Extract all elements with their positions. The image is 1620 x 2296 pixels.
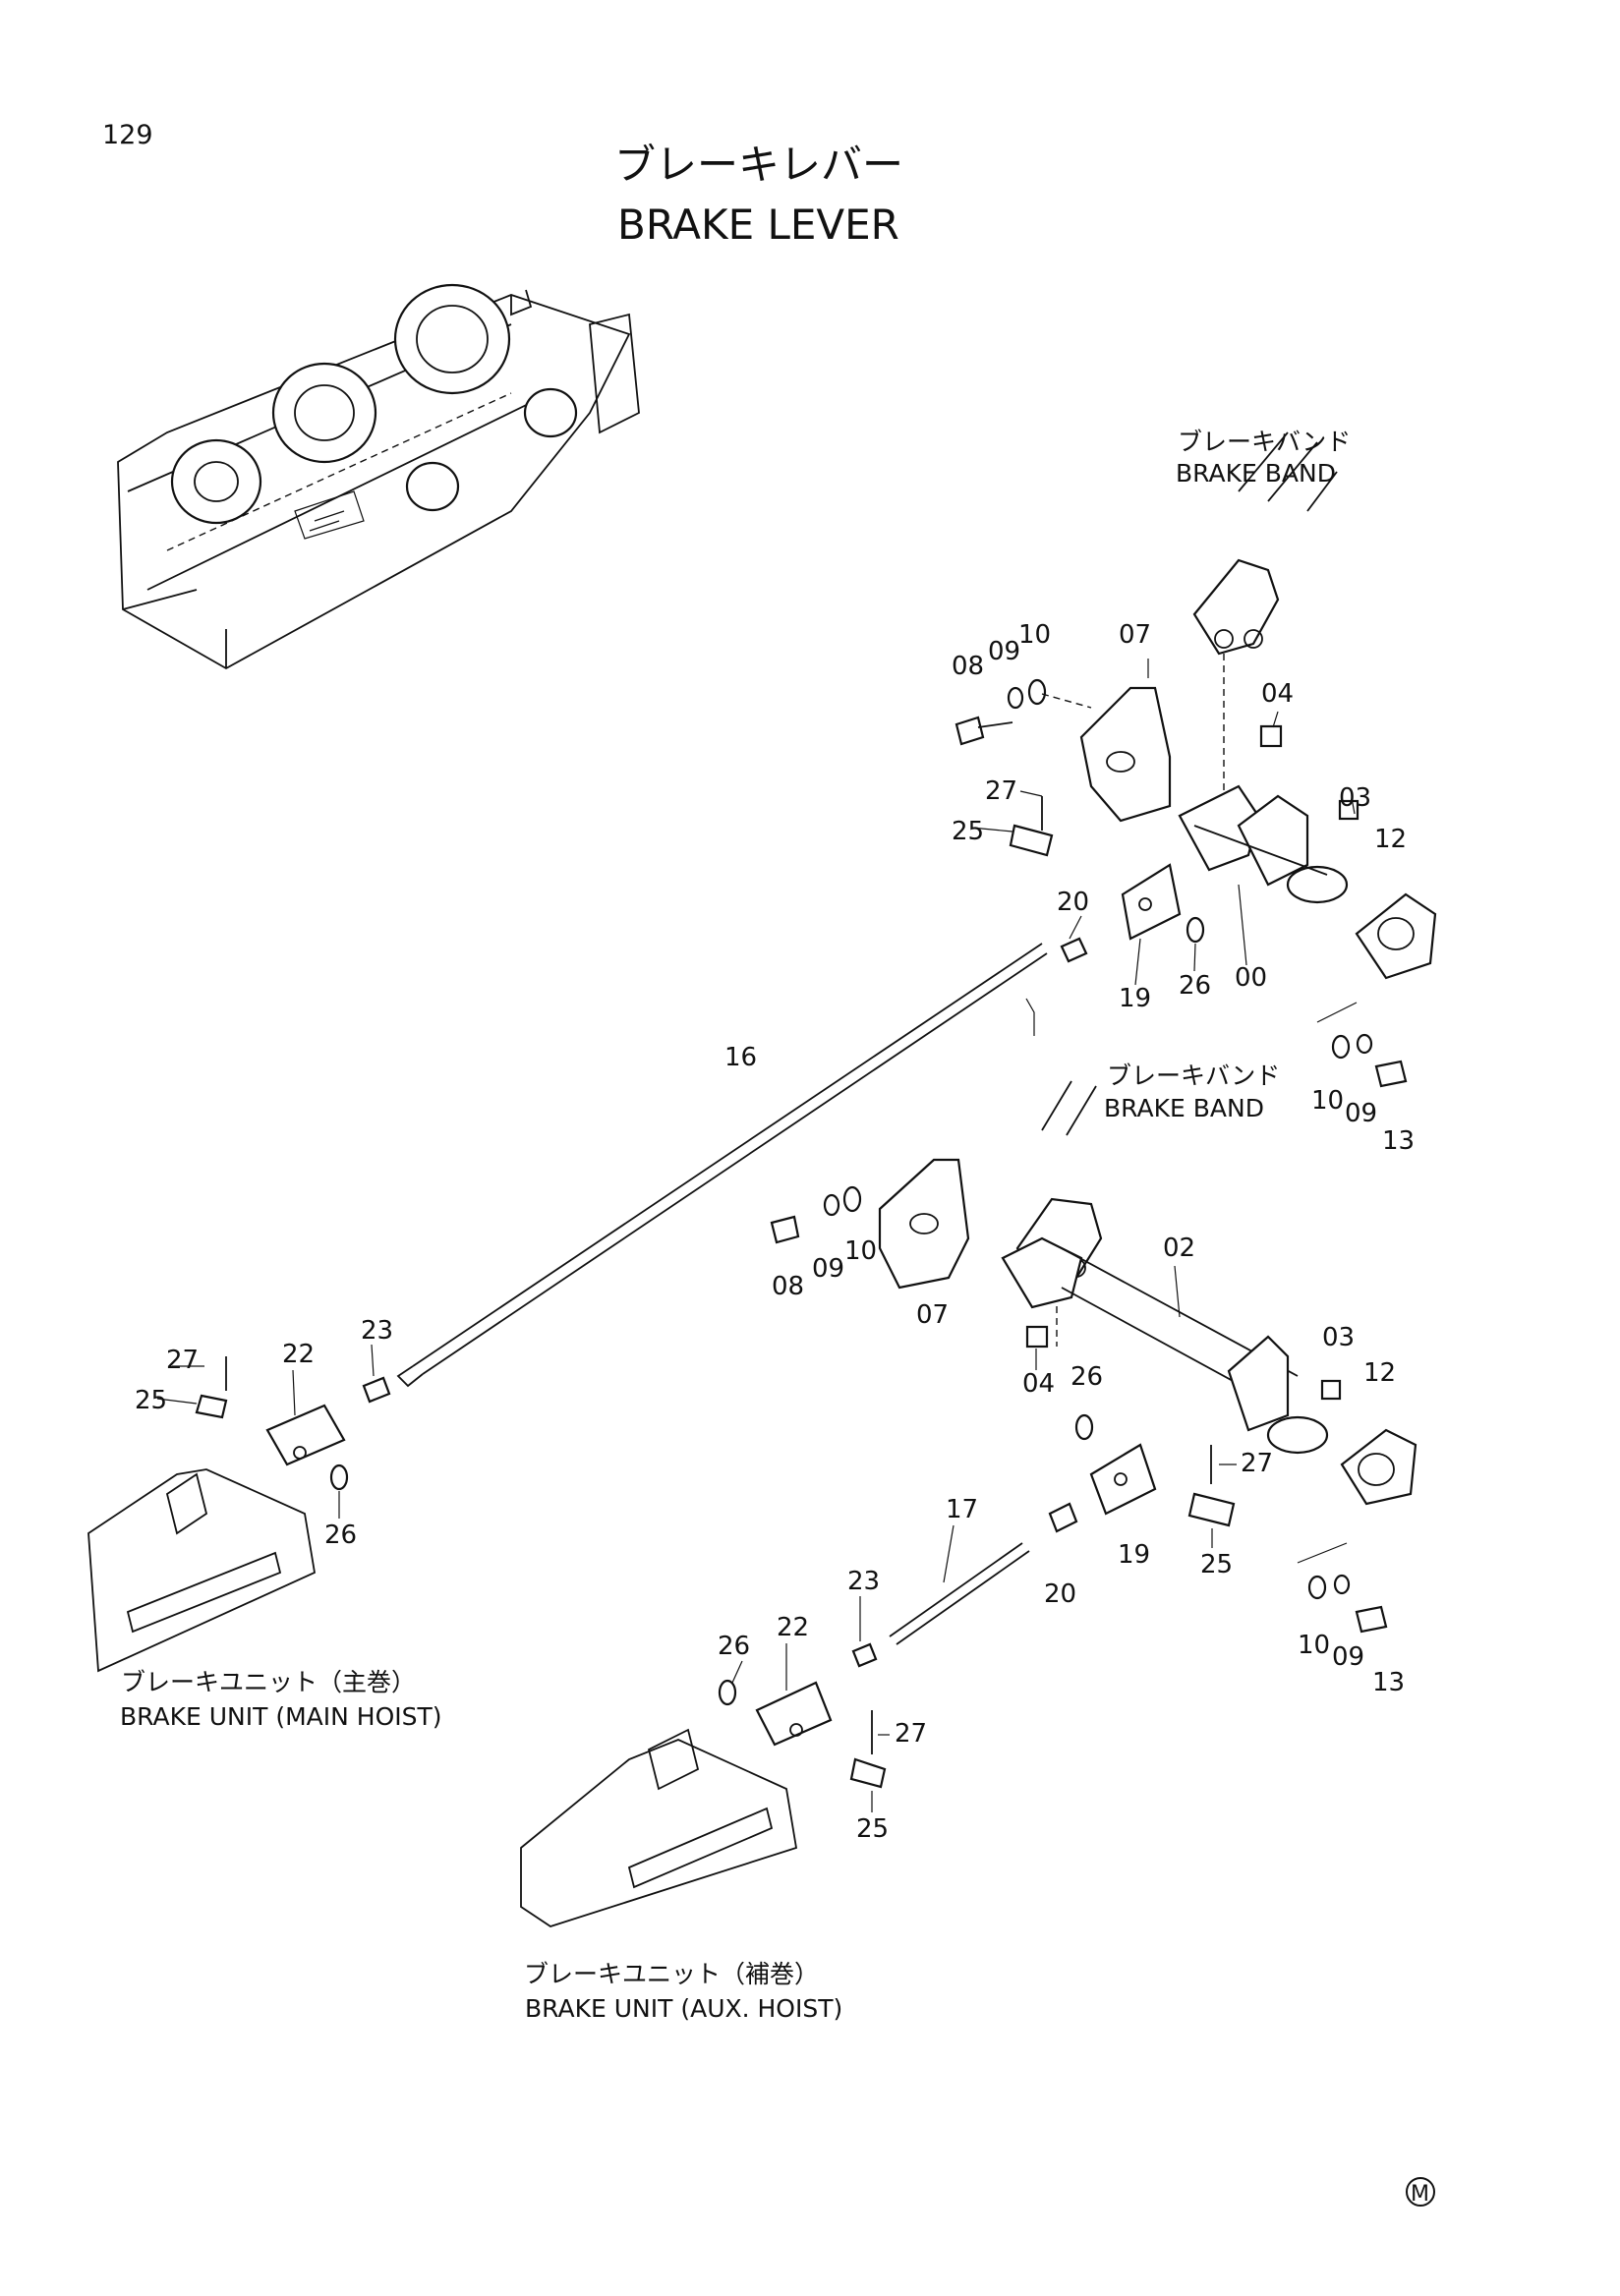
page-number: 129	[102, 120, 153, 150]
brake-unit-main-hoist	[87, 1356, 391, 1673]
callout-27: 27	[1241, 1449, 1273, 1478]
callout-26: 26	[1179, 971, 1211, 1001]
callout-09: 09	[1345, 1099, 1377, 1128]
callout-04: 04	[1022, 1369, 1055, 1399]
brake-band-lower-label-en: BRAKE BAND	[1104, 1094, 1264, 1122]
callout-04: 04	[1261, 679, 1294, 709]
callout-27: 27	[166, 1346, 199, 1375]
brake-band-lower	[1015, 1080, 1103, 1347]
callout-12: 12	[1374, 825, 1407, 854]
callout-26: 26	[1070, 1362, 1103, 1392]
callout-26: 26	[324, 1521, 357, 1550]
callout-10: 10	[844, 1236, 877, 1266]
callout-02: 02	[1163, 1234, 1195, 1263]
callout-10: 10	[1298, 1631, 1330, 1660]
callout-03: 03	[1322, 1323, 1355, 1352]
title-english: BRAKE LEVER	[617, 201, 899, 249]
callout-27: 27	[895, 1719, 927, 1749]
callout-22: 22	[777, 1613, 809, 1642]
brake-band-upper	[1192, 431, 1338, 806]
upper-lever-assembly	[955, 678, 1437, 1088]
callout-09: 09	[1332, 1642, 1364, 1672]
callout-23: 23	[361, 1316, 393, 1346]
main-hoist-label-jp: ブレーキユニット（主巻）	[121, 1668, 416, 1696]
callout-20: 20	[1057, 888, 1089, 917]
callout-17: 17	[946, 1495, 978, 1524]
brake-band-lower-label-jp: ブレーキバンド	[1107, 1062, 1280, 1090]
callout-19: 19	[1118, 1540, 1150, 1570]
callout-07: 07	[1119, 620, 1151, 650]
brake-unit-aux-hoist	[520, 1642, 887, 1927]
leader-lines	[156, 659, 1356, 1812]
callout-23: 23	[847, 1567, 880, 1596]
rod-16	[396, 943, 1048, 1388]
callout-13: 13	[1372, 1668, 1405, 1697]
callout-10: 10	[1018, 620, 1051, 650]
callout-00: 00	[1235, 963, 1267, 993]
lower-lever-assembly	[770, 1158, 1418, 1645]
callout-10: 10	[1311, 1086, 1344, 1116]
callout-08: 08	[952, 652, 984, 681]
callout-09: 09	[812, 1254, 844, 1284]
callout-09: 09	[988, 637, 1020, 666]
title-japanese: ブレーキレバー	[614, 141, 903, 189]
callout-25: 25	[1200, 1550, 1233, 1579]
winch-assembly-illustration	[117, 283, 640, 670]
circled-m-mark: M	[1406, 2177, 1435, 2207]
callout-25: 25	[952, 817, 984, 846]
brake-band-upper-label-en: BRAKE BAND	[1176, 459, 1336, 488]
callout-25: 25	[135, 1386, 167, 1415]
callout-20: 20	[1044, 1579, 1076, 1609]
callout-13: 13	[1382, 1126, 1415, 1156]
callout-25: 25	[856, 1814, 889, 1844]
mark-letter: M	[1411, 2182, 1429, 2207]
callout-27: 27	[985, 776, 1017, 806]
callout-26: 26	[718, 1632, 750, 1661]
aux-hoist-label-jp: ブレーキユニット（補巻）	[524, 1960, 819, 1988]
callout-22: 22	[282, 1340, 315, 1369]
callout-08: 08	[772, 1272, 804, 1301]
callout-16: 16	[724, 1043, 757, 1072]
callout-07: 07	[916, 1300, 949, 1330]
callout-12: 12	[1363, 1358, 1396, 1388]
main-hoist-label-en: BRAKE UNIT (MAIN HOIST)	[120, 1702, 442, 1731]
aux-hoist-label-en: BRAKE UNIT (AUX. HOIST)	[525, 1994, 842, 2023]
callout-03: 03	[1339, 783, 1371, 813]
brake-band-upper-label-jp: ブレーキバンド	[1178, 428, 1351, 456]
callout-19: 19	[1119, 984, 1151, 1013]
